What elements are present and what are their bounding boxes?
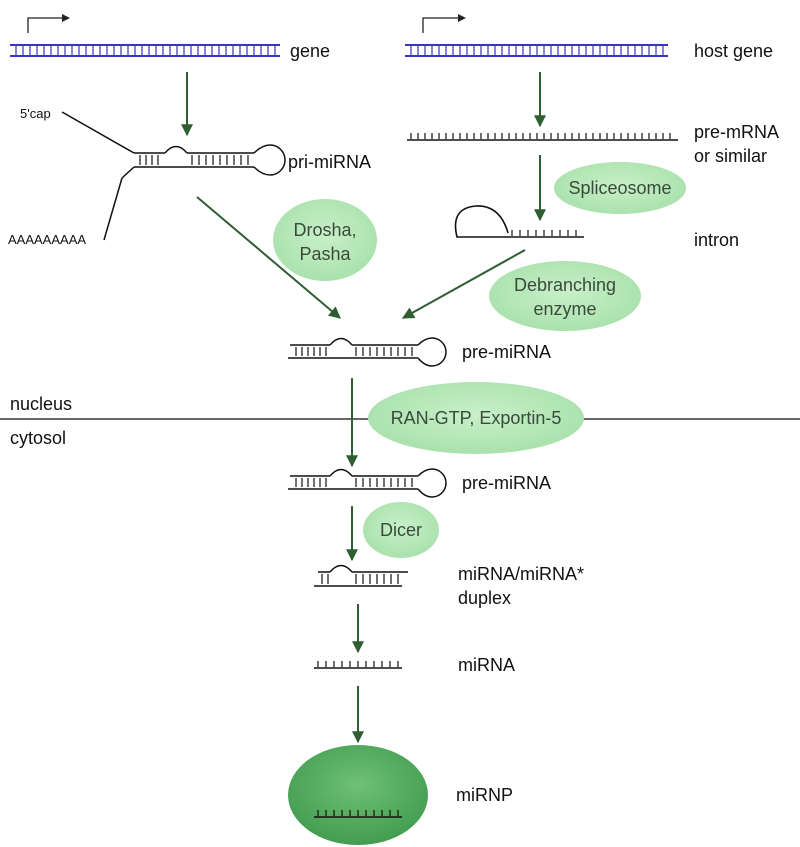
pre-mrna-label-2: or similar: [694, 146, 767, 166]
ran-exportin-enzyme: RAN-GTP, Exportin-5: [368, 382, 584, 454]
mirnp-label: miRNP: [456, 785, 513, 805]
pre-mirna-nucleus-structure: [288, 337, 447, 367]
pre-mirna-cytosol-label: pre-miRNA: [462, 473, 551, 493]
pre-mirna-cytosol-structure: [288, 468, 447, 498]
spliceosome-label: Spliceosome: [568, 178, 671, 198]
debranching-enzyme: Debranching enzyme: [489, 261, 641, 331]
transcription-start-arrow: [27, 14, 70, 33]
duplex-label: miRNA/miRNA*: [458, 564, 584, 584]
debranching-label: Debranching: [514, 275, 616, 295]
mirna-duplex-structure: [314, 564, 408, 587]
nucleus-label: nucleus: [10, 394, 72, 414]
drosha-label: Drosha,: [293, 220, 356, 240]
host-transcription-start-arrow: [422, 14, 466, 33]
dicer-label: Dicer: [380, 520, 422, 540]
gene-label: gene: [290, 41, 330, 61]
enzyme-label: enzyme: [533, 299, 596, 319]
intron-lariat: [454, 205, 584, 238]
cytosol-label: cytosol: [10, 428, 66, 448]
host-gene-label: host gene: [694, 41, 773, 61]
pri-mirna-structure: [61, 111, 286, 241]
mirna-label: miRNA: [458, 655, 515, 675]
spliceosome-enzyme: Spliceosome: [554, 162, 686, 214]
gene-dna: [10, 44, 280, 57]
cap-label: 5'cap: [20, 106, 51, 121]
pre-mirna-nucleus-label: pre-miRNA: [462, 342, 551, 362]
intron-label: intron: [694, 230, 739, 250]
dicer-enzyme: Dicer: [363, 502, 439, 558]
pre-mrna-label: pre-mRNA: [694, 122, 779, 142]
arrow-intron-to-premirna: [401, 249, 526, 319]
pasha-label: Pasha: [299, 244, 351, 264]
mirnp-complex: [288, 745, 428, 845]
ran-exportin-label: RAN-GTP, Exportin-5: [391, 408, 562, 428]
pri-mirna-label: pri-miRNA: [288, 152, 371, 172]
duplex-label-2: duplex: [458, 588, 511, 608]
arrow-primirna-to-premirna: [196, 196, 341, 319]
pre-mrna-strand: [407, 133, 678, 141]
drosha-pasha-enzyme: Drosha, Pasha: [273, 199, 377, 281]
host-gene-dna: [405, 44, 668, 57]
polya-label: AAAAAAAAA: [8, 232, 86, 247]
mirna-strand: [314, 661, 402, 669]
